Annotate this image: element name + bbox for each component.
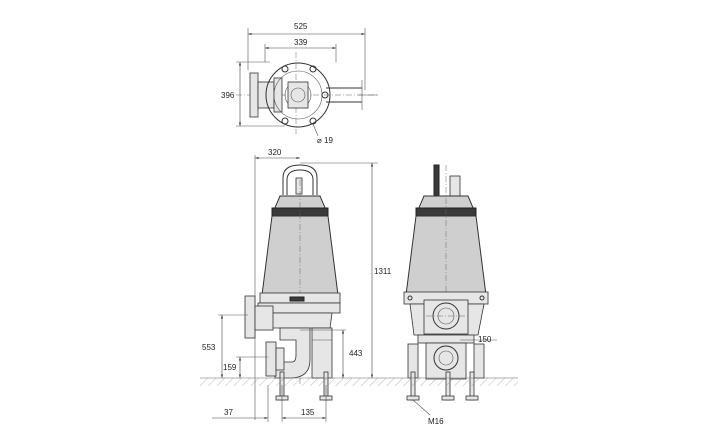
label-anchor-bolt: M16 (428, 417, 444, 426)
dim-top-width: 525 (294, 22, 308, 31)
top-view: 525 339 396 (221, 22, 378, 145)
dim-flange-height: 553 (202, 343, 216, 352)
dim-base-height: 159 (223, 363, 237, 372)
ground-hatch-icon (200, 377, 518, 386)
front-view: 150 M16 (403, 164, 497, 426)
dim-outlet-dia: 150 (478, 335, 492, 344)
dim-overall-height: 1311 (374, 267, 392, 276)
dim-outlet-height: 443 (349, 349, 363, 358)
dim-top-height: 396 (221, 91, 235, 100)
dim-offset-left: 37 (224, 408, 233, 417)
label-bolt-hole: ⌀ 19 (317, 136, 333, 145)
dim-base-width: 135 (301, 408, 315, 417)
dim-side-top: 320 (268, 148, 282, 157)
side-view: 320 1311 553 (202, 148, 392, 422)
dim-top-inner: 339 (294, 38, 308, 47)
